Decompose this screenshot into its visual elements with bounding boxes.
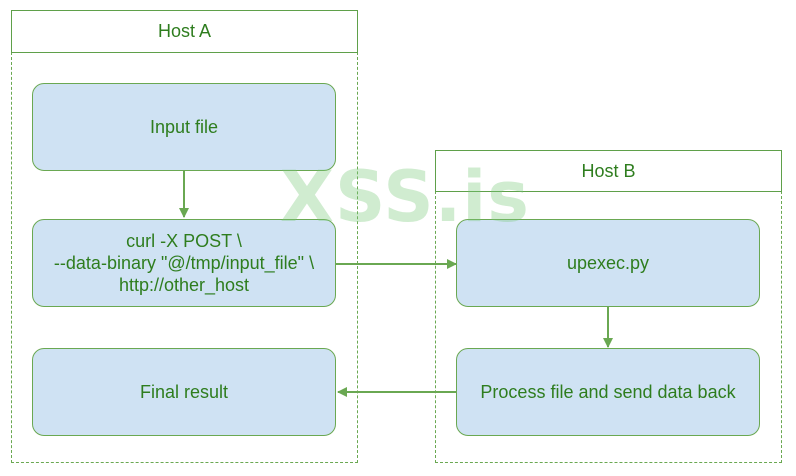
node-process-label: Process file and send data back: [480, 382, 736, 402]
host-a-header: Host A: [11, 10, 358, 53]
node-input-file-label: Input file: [149, 117, 219, 137]
node-input-file: Input file: [32, 83, 336, 171]
node-upexec: upexec.py: [456, 219, 760, 307]
node-process: Process file and send data back: [456, 348, 760, 436]
host-b-title: Host B: [581, 160, 636, 181]
host-b-header: Host B: [435, 150, 782, 192]
node-upexec-label: upexec.py: [566, 253, 650, 273]
host-a-title: Host A: [157, 21, 212, 41]
node-curl-command: curl -X POST \ --data-binary "@/tmp/inpu…: [32, 219, 336, 307]
curl-line-2: --data-binary "@/tmp/input_file" \: [53, 253, 315, 273]
curl-line-1: curl -X POST \: [126, 231, 242, 251]
node-final-result: Final result: [32, 348, 336, 436]
node-final-result-label: Final result: [139, 382, 229, 402]
curl-line-3: http://other_host: [118, 275, 250, 295]
